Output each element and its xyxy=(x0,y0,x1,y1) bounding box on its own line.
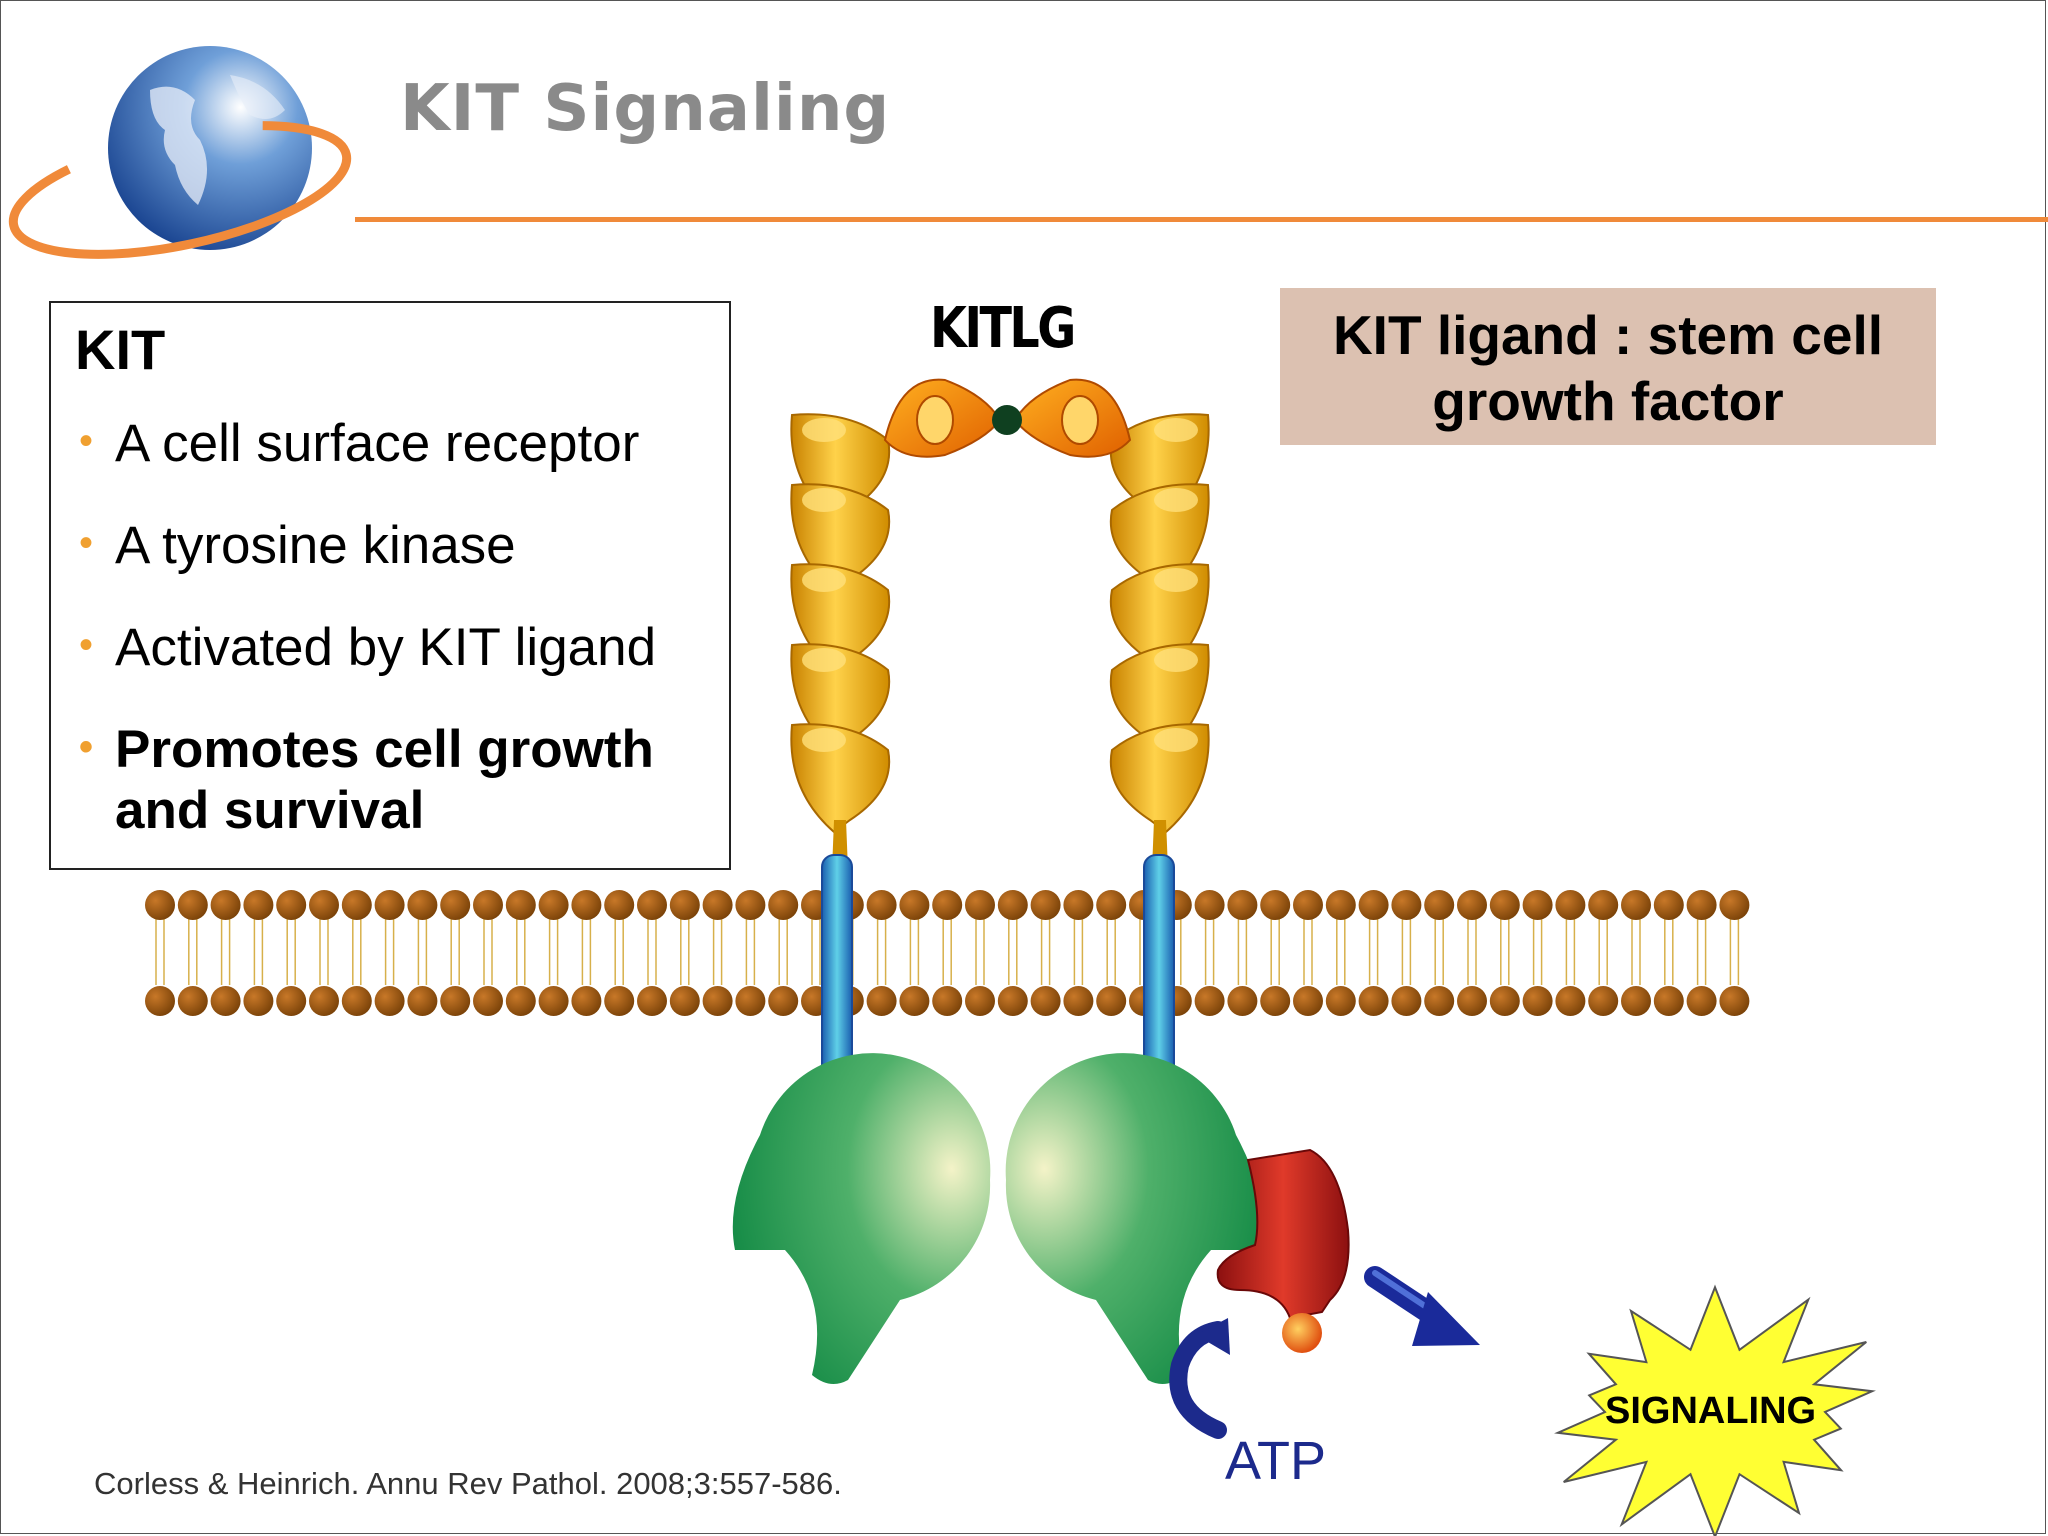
kitlg-label: KITLG xyxy=(930,296,1076,361)
ligand-description-box: KIT ligand : stem cell growth factor xyxy=(1280,288,1936,445)
atp-curved-arrow xyxy=(1169,1321,1227,1439)
cell-membrane xyxy=(145,890,1750,1016)
substrate-protein xyxy=(1216,1148,1350,1353)
kit-bullet-item: • A cell surface receptor xyxy=(73,413,723,474)
transmembrane-helix-left xyxy=(821,854,853,1086)
atp-label: ATP xyxy=(1225,1431,1327,1491)
signaling-label: SIGNALING xyxy=(1605,1390,1817,1432)
signal-arrow-icon xyxy=(1364,1266,1480,1346)
kitlg-ligand xyxy=(883,378,1132,458)
kinase-domain-right xyxy=(1005,1053,1264,1384)
kit-bullet-item: • Activated by KIT ligand xyxy=(73,617,723,678)
bullet-text: A tyrosine kinase xyxy=(115,516,516,575)
bullet-text: A cell surface receptor xyxy=(115,414,640,473)
kit-bullet-list: • A cell surface receptor • A tyrosine kin… xyxy=(73,413,723,882)
kit-heading: KIT xyxy=(75,318,166,381)
title-divider xyxy=(355,217,2048,222)
bullet-icon: • xyxy=(79,725,94,769)
kit-receptor-right xyxy=(1109,413,1210,870)
transmembrane-helix-right xyxy=(1143,854,1175,1086)
globe-logo-icon xyxy=(8,46,352,259)
bullet-icon: • xyxy=(79,521,94,565)
ligand-line-2: growth factor xyxy=(1432,370,1784,432)
phosphate-ball xyxy=(1282,1313,1322,1353)
bullet-text: Promotes cell growth and survival xyxy=(115,720,654,840)
bullet-icon: • xyxy=(79,623,94,667)
kit-bullet-item: • A tyrosine kinase xyxy=(73,515,723,576)
atp-arrowhead xyxy=(1196,1318,1230,1355)
kit-receptor-left xyxy=(790,413,891,870)
signaling-starburst xyxy=(1554,1284,1876,1536)
slide-title: KIT Signaling xyxy=(400,72,891,146)
bullet-icon: • xyxy=(79,419,94,463)
citation-text: Corless & Heinrich. Annu Rev Pathol. 200… xyxy=(94,1466,842,1501)
kit-bullet-item: • Promotes cell growth and survival xyxy=(73,719,723,841)
kinase-domain-left xyxy=(732,1053,991,1384)
ligand-line-1: KIT ligand : stem cell xyxy=(1332,304,1884,366)
kit-info-box: KIT • A cell surface receptor • A tyrosine… xyxy=(49,301,731,870)
bullet-text: Activated by KIT ligand xyxy=(115,618,657,677)
